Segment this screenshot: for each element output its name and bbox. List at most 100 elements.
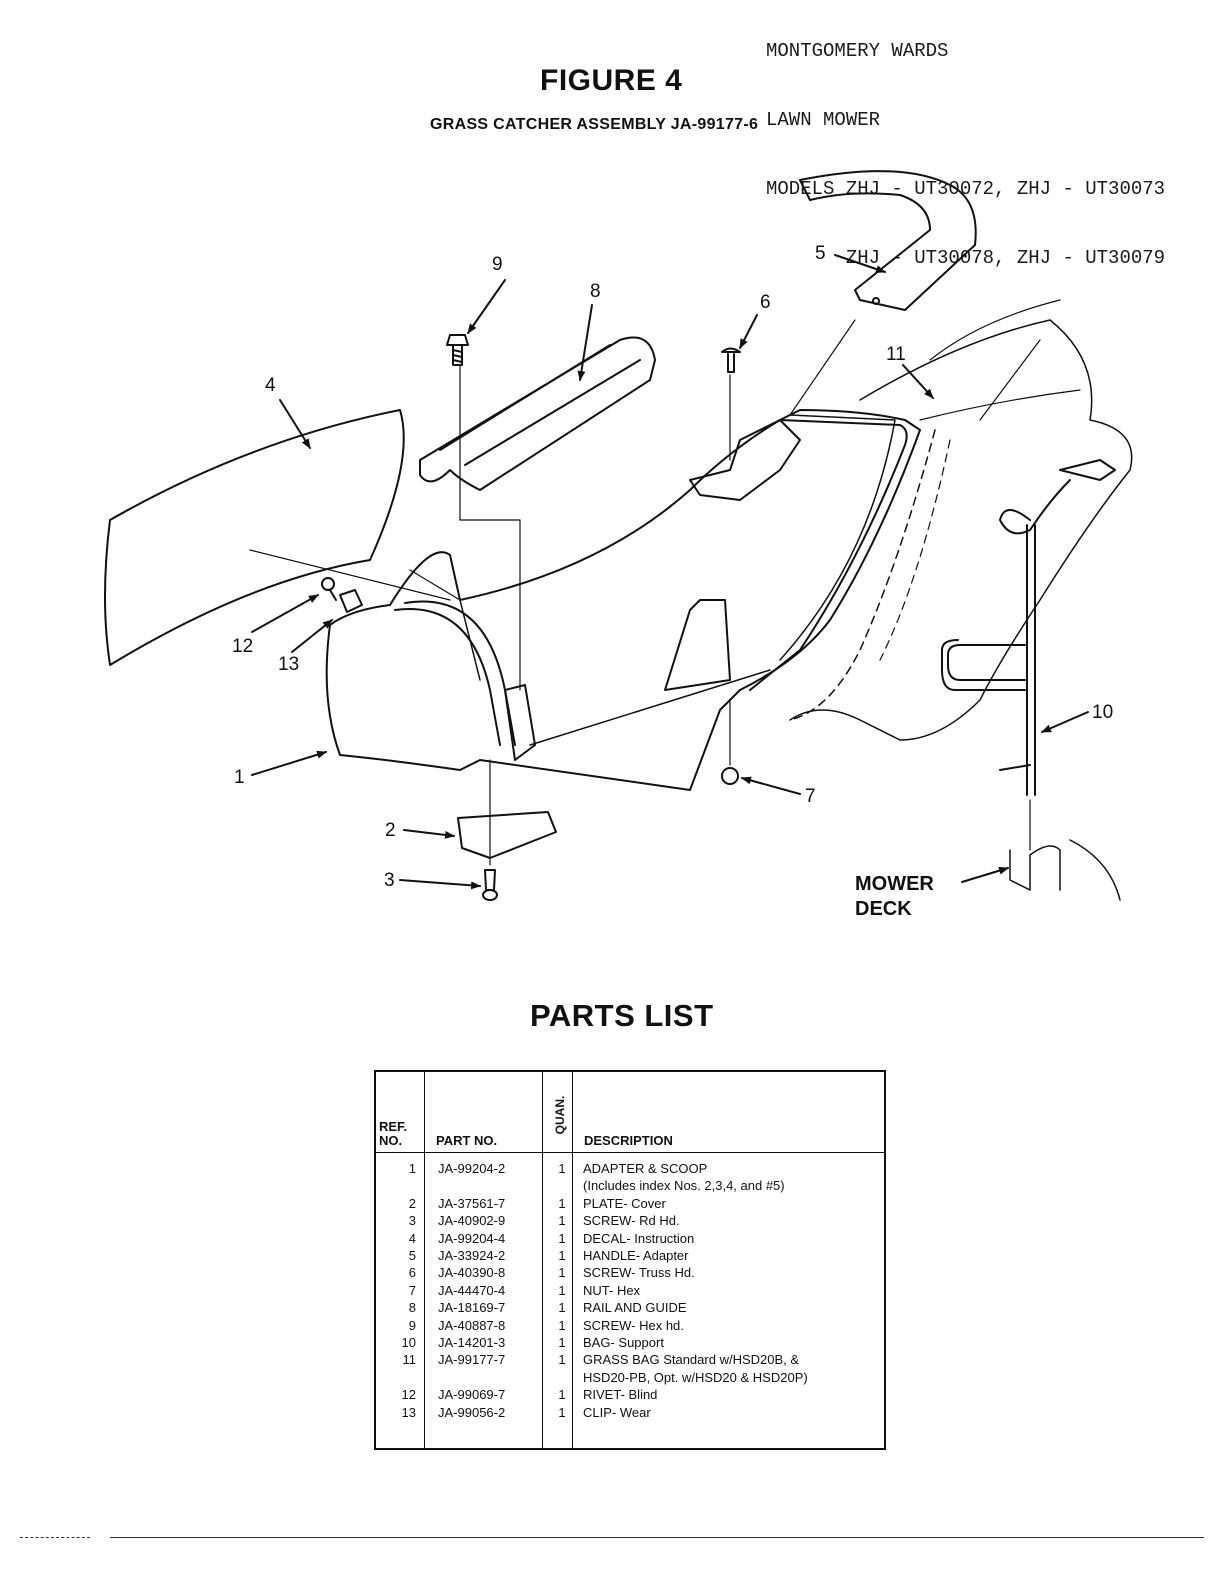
- description: CLIP- Wear: [583, 1404, 883, 1421]
- description-line: PLATE- Cover: [583, 1195, 666, 1211]
- screw-rd-hd: [482, 869, 498, 901]
- callout-13: 13: [278, 654, 299, 675]
- callout-9: 9: [492, 254, 503, 275]
- description-line: (Includes index Nos. 2,3,4, and #5): [583, 1178, 785, 1194]
- figure-subtitle: GRASS CATCHER ASSEMBLY JA-99177-6: [430, 116, 759, 133]
- header-description: DESCRIPTION: [584, 1133, 673, 1148]
- description-line: HANDLE- Adapter: [583, 1248, 689, 1264]
- rivet-blind: [321, 577, 337, 601]
- ref-no: 12: [401, 1387, 416, 1403]
- quantity: 1: [558, 1161, 566, 1176]
- callout-6: 6: [760, 292, 771, 313]
- exploded-diagram: 9 8 6 5 11 4 12 13 1 2 3 7 10 MOWER DECK: [104, 170, 1133, 920]
- ref-no: 11: [402, 1352, 417, 1368]
- decal-instruction: [104, 409, 405, 666]
- header-quan: QUAN.: [553, 1095, 567, 1135]
- quantity: 1: [558, 1387, 566, 1403]
- rail-and-guide: [419, 336, 656, 491]
- callout-7: 7: [805, 786, 816, 807]
- description-line: CLIP- Wear: [583, 1404, 651, 1420]
- description: SCREW- Truss Hd.: [583, 1264, 883, 1281]
- description: SCREW- Hex hd.: [583, 1317, 883, 1334]
- part-no: JA-99056-2: [438, 1404, 506, 1420]
- clip-wear: [339, 589, 363, 613]
- ref-no: 6: [408, 1265, 416, 1281]
- part-no: JA-99204-4: [438, 1230, 506, 1246]
- callout-11: 11: [886, 344, 906, 365]
- description-line: NUT- Hex: [583, 1282, 641, 1298]
- part-no: JA-18169-7: [438, 1300, 506, 1316]
- plate-cover: [457, 811, 557, 859]
- nut-hex: [721, 767, 739, 785]
- ref-no: 2: [408, 1195, 416, 1211]
- part-no: JA-40887-8: [438, 1317, 506, 1333]
- mower-deck-label-1: MOWER: [855, 873, 934, 895]
- description: HANDLE- Adapter: [583, 1247, 883, 1264]
- callout-10: 10: [1092, 702, 1113, 723]
- table-row: 1 JA-99204-2 1 ADAPTER & SCOOP (Includes ind…: [376, 1160, 884, 1195]
- table-row: 8 JA-18169-7 1 RAIL AND GUIDE: [376, 1299, 884, 1316]
- description: NUT- Hex: [583, 1282, 883, 1299]
- footer-rule: [110, 1537, 1204, 1538]
- parts-list-title: PARTS LIST: [530, 998, 714, 1033]
- ref-no: 3: [408, 1213, 416, 1229]
- header-brand: MONTGOMERY WARDS: [766, 40, 949, 62]
- quantity: 1: [558, 1282, 566, 1298]
- adapter-scoop: [325, 409, 921, 791]
- callout-12: 12: [232, 636, 253, 657]
- table-row: 3 JA-40902-9 1 SCREW- Rd Hd.: [376, 1212, 884, 1229]
- part-no: JA-37561-7: [438, 1195, 506, 1211]
- description: RIVET- Blind: [583, 1386, 883, 1403]
- header-product: LAWN MOWER: [766, 109, 881, 131]
- screw-hex-hd: [446, 334, 469, 366]
- description-line: DECAL- Instruction: [583, 1230, 695, 1246]
- table-row: 11 JA-99177-7 1 GRASS BAG Standard w/HSD20B…: [376, 1351, 884, 1386]
- quantity: 1: [558, 1213, 566, 1229]
- mower-deck-label-2: DECK: [855, 898, 912, 920]
- screw-truss-hd: [721, 347, 741, 373]
- quantity: 1: [558, 1404, 566, 1420]
- part-no: JA-40902-9: [438, 1213, 506, 1229]
- header-part-no: PART NO.: [436, 1133, 498, 1148]
- description: PLATE- Cover: [583, 1195, 883, 1212]
- ref-no: 1: [408, 1161, 416, 1176]
- callout-8: 8: [590, 281, 601, 302]
- scoop-rib-left: [504, 684, 536, 761]
- part-no: JA-99177-7: [438, 1352, 506, 1368]
- quantity: 1: [558, 1352, 566, 1368]
- part-no: JA-99204-2: [438, 1161, 506, 1176]
- ref-no: 13: [401, 1404, 416, 1420]
- description-line: HSD20-PB, Opt. w/HSD20 & HSD20P): [583, 1369, 808, 1385]
- description-line: GRASS BAG Standard w/HSD20B, &: [583, 1352, 800, 1368]
- ref-no: 7: [408, 1282, 416, 1298]
- callout-5: 5: [815, 243, 826, 264]
- footer-rule-left: [20, 1537, 90, 1538]
- table-row: 13 JA-99056-2 1 CLIP- Wear: [376, 1404, 884, 1421]
- bag-support: [941, 459, 1116, 796]
- description: ADAPTER & SCOOP (Includes index Nos. 2,3,…: [583, 1160, 883, 1195]
- description-line: SCREW- Truss Hd.: [583, 1265, 695, 1281]
- description-line: SCREW- Rd Hd.: [583, 1213, 680, 1229]
- ref-no: 4: [408, 1230, 416, 1246]
- description: BAG- Support: [583, 1334, 883, 1351]
- quantity: 1: [558, 1317, 566, 1333]
- quantity: 1: [558, 1300, 566, 1316]
- part-no: JA-33924-2: [438, 1248, 506, 1264]
- quantity: 1: [558, 1265, 566, 1281]
- header-models: MODELS ZHJ - UT30072, ZHJ - UT30073: [766, 178, 1166, 200]
- description-line: ADAPTER & SCOOP: [583, 1161, 708, 1176]
- description: DECAL- Instruction: [583, 1230, 883, 1247]
- description: SCREW- Rd Hd.: [583, 1212, 883, 1229]
- handle-mount-block: [689, 419, 801, 501]
- ref-no: 8: [408, 1300, 416, 1316]
- ref-no: 9: [408, 1317, 416, 1333]
- scoop-rib-center: [664, 599, 731, 691]
- description-line: RAIL AND GUIDE: [583, 1300, 687, 1316]
- header-ref: REF. NO.: [379, 1119, 408, 1148]
- callout-2: 2: [385, 820, 396, 841]
